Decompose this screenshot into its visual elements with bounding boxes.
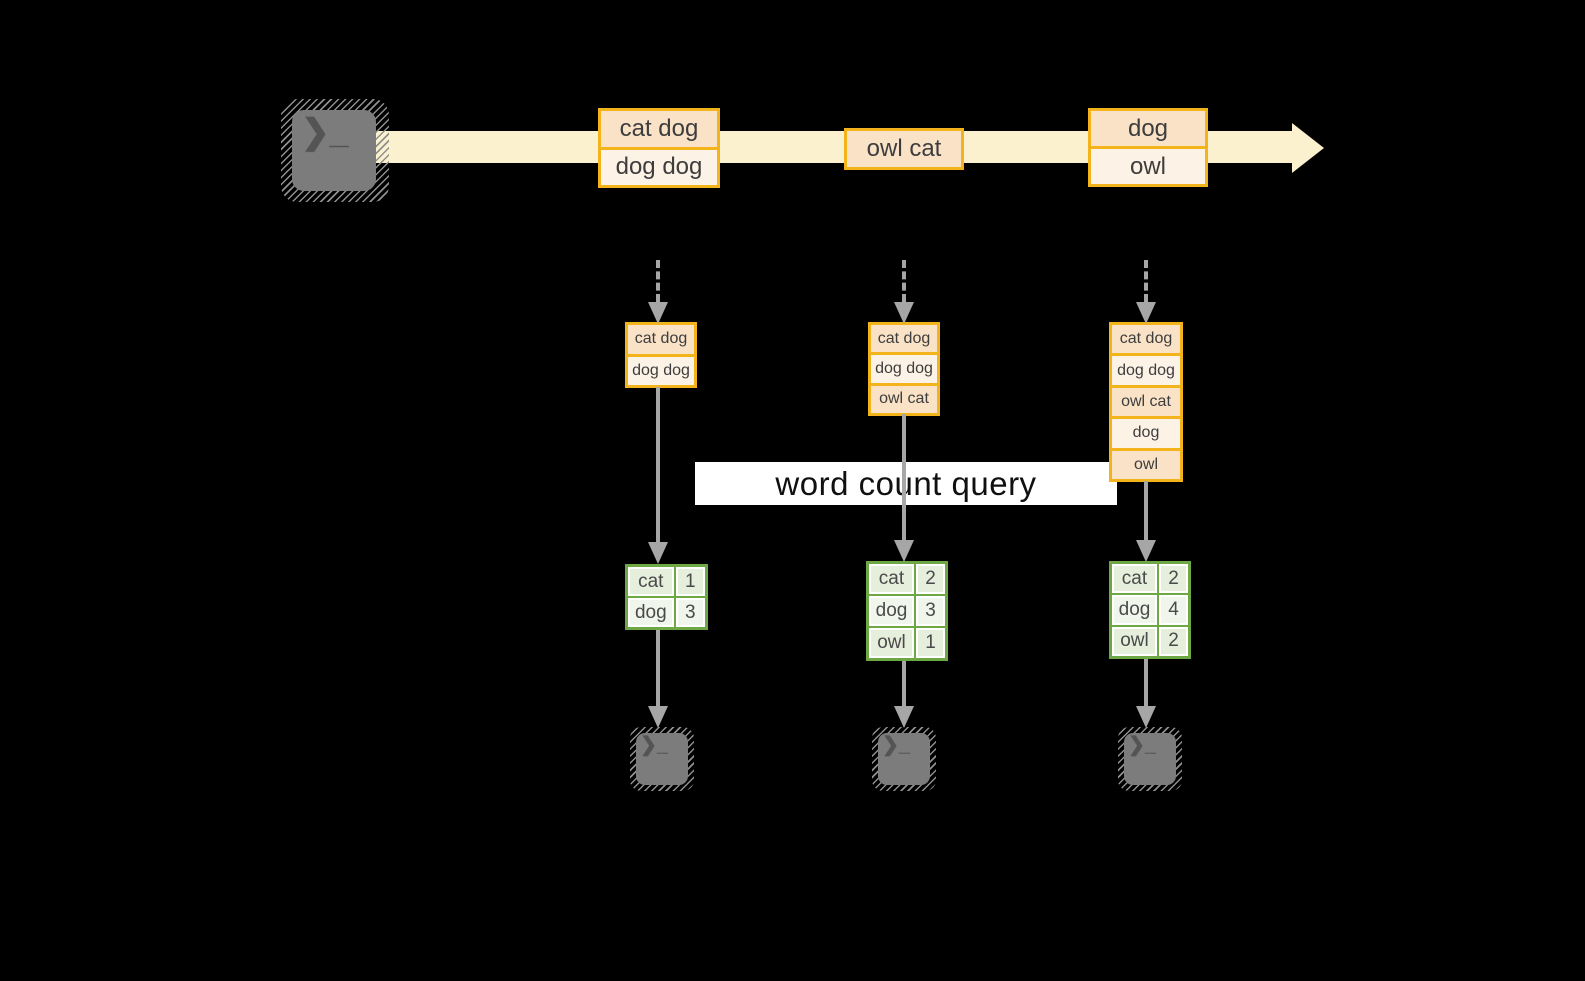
result-count: 2 xyxy=(1158,564,1188,594)
result-word: cat xyxy=(628,567,674,596)
arrow-line xyxy=(656,630,660,706)
arrow-head-icon xyxy=(894,540,914,562)
arrow-head-icon xyxy=(1136,540,1156,562)
result-count: 3 xyxy=(675,598,705,627)
result-table-2: cat 2 dog 3 owl 1 xyxy=(866,561,948,661)
input-state-3: cat dog dog dog owl cat dog owl xyxy=(1109,322,1183,482)
arrow-line xyxy=(902,414,906,540)
arrow-line xyxy=(902,661,906,706)
result-table-3: cat 2 dog 4 owl 2 xyxy=(1109,561,1191,659)
state-line: cat dog xyxy=(1112,325,1180,354)
dashed-arrow-line xyxy=(1144,260,1148,302)
result-count: 3 xyxy=(915,596,945,626)
query-label-band: word count query xyxy=(695,462,1117,505)
state-line: dog dog xyxy=(1112,353,1180,385)
prompt-icon: ❯_ xyxy=(882,734,910,756)
state-line: cat dog xyxy=(628,325,694,354)
dashed-arrow-line xyxy=(656,260,660,302)
state-line: dog xyxy=(1112,416,1180,448)
result-word: dog xyxy=(1112,595,1157,625)
terminal-icon: ❯_ xyxy=(630,727,694,791)
result-count: 1 xyxy=(915,628,945,658)
result-word: dog xyxy=(628,598,674,627)
arrow-head-icon xyxy=(648,542,668,564)
batch-line: dog dog xyxy=(601,146,717,185)
terminal-icon: ❯_ xyxy=(281,99,389,202)
terminal-body xyxy=(878,733,930,785)
terminal-body xyxy=(1124,733,1176,785)
state-line: dog dog xyxy=(628,353,694,385)
stream-batch-2: owl cat xyxy=(844,128,964,170)
batch-line: owl cat xyxy=(847,131,961,167)
dashed-arrow-head-icon xyxy=(648,302,668,324)
prompt-icon: ❯_ xyxy=(640,734,668,756)
batch-line: dog xyxy=(1091,111,1205,146)
arrow-line xyxy=(1144,481,1148,540)
stream-arrowhead-icon xyxy=(1292,123,1324,173)
terminal-body xyxy=(292,110,376,191)
result-count: 4 xyxy=(1158,595,1188,625)
result-word: cat xyxy=(1112,564,1157,594)
state-line: owl cat xyxy=(1112,384,1180,417)
dashed-arrow-head-icon xyxy=(1136,302,1156,324)
terminal-icon: ❯_ xyxy=(1118,727,1182,791)
arrow-head-icon xyxy=(1136,706,1156,728)
dashed-arrow-head-icon xyxy=(894,302,914,324)
batch-line: owl xyxy=(1091,146,1205,184)
result-count: 2 xyxy=(1158,626,1188,656)
state-line: owl xyxy=(1112,447,1180,480)
prompt-icon: ❯_ xyxy=(1128,734,1156,756)
state-line: cat dog xyxy=(871,325,937,353)
arrow-head-icon xyxy=(894,706,914,728)
input-state-2: cat dog dog dog owl cat xyxy=(868,322,940,416)
terminal-icon: ❯_ xyxy=(872,727,936,791)
state-line: dog dog xyxy=(871,352,937,383)
dashed-arrow-line xyxy=(902,260,906,302)
arrow-line xyxy=(656,387,660,542)
result-count: 2 xyxy=(915,564,945,594)
arrow-line xyxy=(1144,659,1148,706)
state-line: owl cat xyxy=(871,382,937,413)
stream-batch-1: cat dog dog dog xyxy=(598,108,720,188)
result-count: 1 xyxy=(675,567,705,596)
result-word: owl xyxy=(869,628,914,658)
input-state-1: cat dog dog dog xyxy=(625,322,697,388)
arrow-head-icon xyxy=(648,706,668,728)
batch-line: cat dog xyxy=(601,111,717,147)
result-word: owl xyxy=(1112,626,1157,656)
result-table-1: cat 1 dog 3 xyxy=(625,564,708,630)
result-word: dog xyxy=(869,596,914,626)
result-word: cat xyxy=(869,564,914,594)
stream-batch-3: dog owl xyxy=(1088,108,1208,187)
prompt-icon: ❯_ xyxy=(301,113,349,151)
terminal-body xyxy=(636,733,688,785)
